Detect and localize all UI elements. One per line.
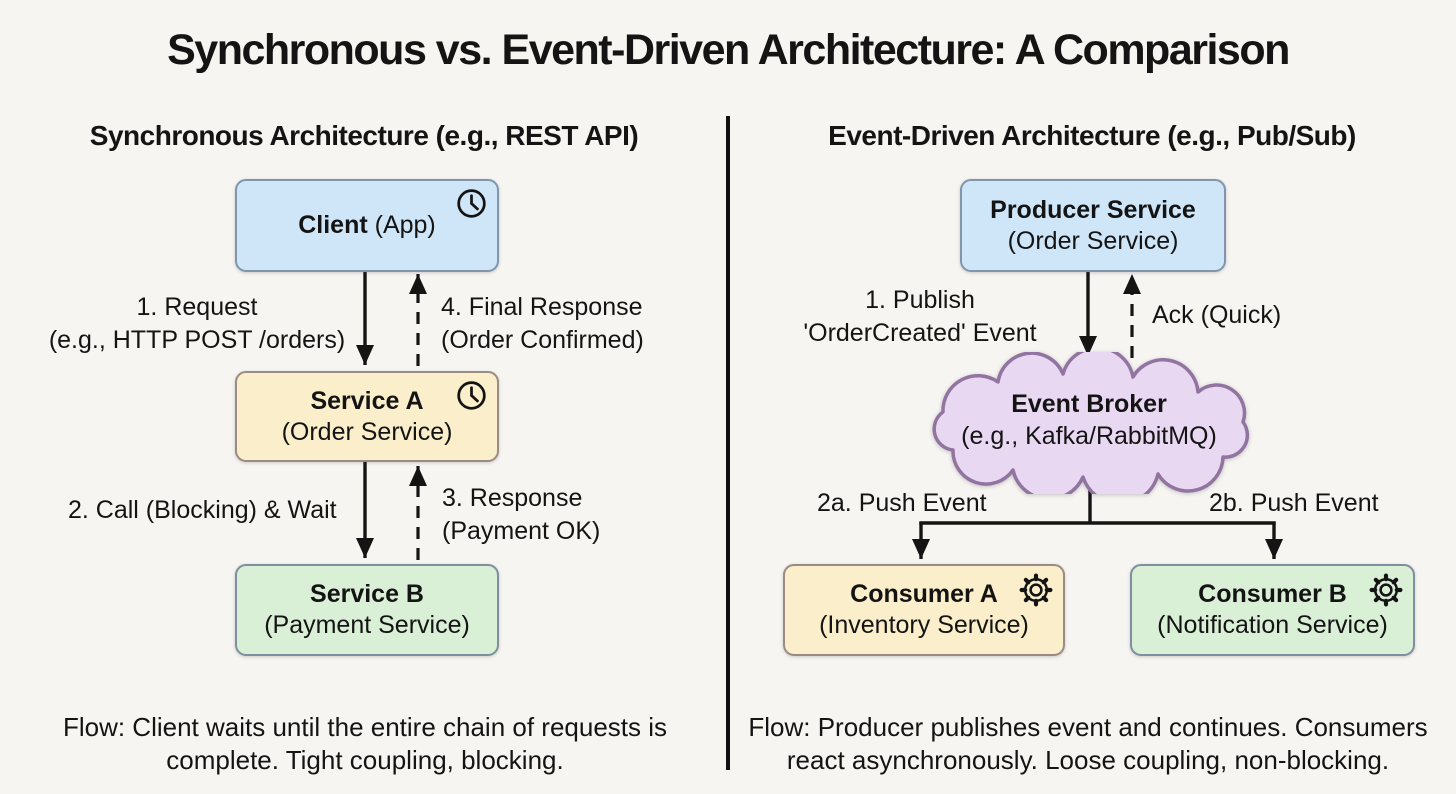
right-panel-heading: Event-Driven Architecture (e.g., Pub/Sub… xyxy=(828,120,1356,151)
node-title: Consumer B xyxy=(1198,580,1347,608)
event-broker-label: Event Broker (e.g., Kafka/RabbitMQ) xyxy=(961,390,1217,450)
call-label: 2. Call (Blocking) & Wait xyxy=(68,496,337,524)
left-panel-heading: Synchronous Architecture (e.g., REST API… xyxy=(89,120,639,151)
right-flow-note: Flow: Producer publishes event and conti… xyxy=(748,712,1428,775)
gear-icon xyxy=(1018,572,1054,616)
push-b-label: 2b. Push Event xyxy=(1209,489,1379,517)
publish-label: 1. Publish 'OrderCreated' Event xyxy=(803,286,1037,347)
event-broker-cloud xyxy=(903,346,1275,506)
service-b-node: Service B (Payment Service) xyxy=(235,564,499,656)
node-subtitle: (Notification Service) xyxy=(1157,611,1388,639)
node-subtitle: (Order Service) xyxy=(1007,226,1179,255)
response-label: 3. Response (Payment OK) xyxy=(442,484,601,545)
node-title: Client (App) xyxy=(298,211,436,239)
ack-label: Ack (Quick) xyxy=(1152,301,1282,329)
page-title: Synchronous vs. Event-Driven Architectur… xyxy=(167,26,1290,74)
node-subtitle: (Payment Service) xyxy=(264,611,470,639)
producer-node: Producer Service (Order Service) xyxy=(960,179,1226,272)
node-title: Consumer A xyxy=(850,580,998,608)
left-flow-note: Flow: Client waits until the entire chai… xyxy=(62,712,668,775)
final-response-label: 4. Final Response (Order Confirmed) xyxy=(441,293,644,354)
clock-icon xyxy=(455,379,488,420)
gear-icon xyxy=(1368,572,1404,616)
push-a-label: 2a. Push Event xyxy=(817,489,987,517)
consumer-b-node: Consumer B (Notification Service) xyxy=(1130,564,1415,656)
node-subtitle: (Inventory Service) xyxy=(819,611,1029,639)
node-title: Service B xyxy=(310,580,424,608)
request-label: 1. Request (e.g., HTTP POST /orders) xyxy=(48,293,346,354)
cloud-shape xyxy=(932,346,1250,506)
node-subtitle: (Order Service) xyxy=(281,417,453,446)
client-node: Client (App) xyxy=(235,179,499,272)
clock-icon xyxy=(455,187,488,228)
service-a-node: Service A (Order Service) xyxy=(235,371,499,462)
consumer-a-node: Consumer A (Inventory Service) xyxy=(783,564,1065,656)
node-title: Producer Service xyxy=(990,195,1196,224)
node-title: Service A xyxy=(310,386,424,415)
